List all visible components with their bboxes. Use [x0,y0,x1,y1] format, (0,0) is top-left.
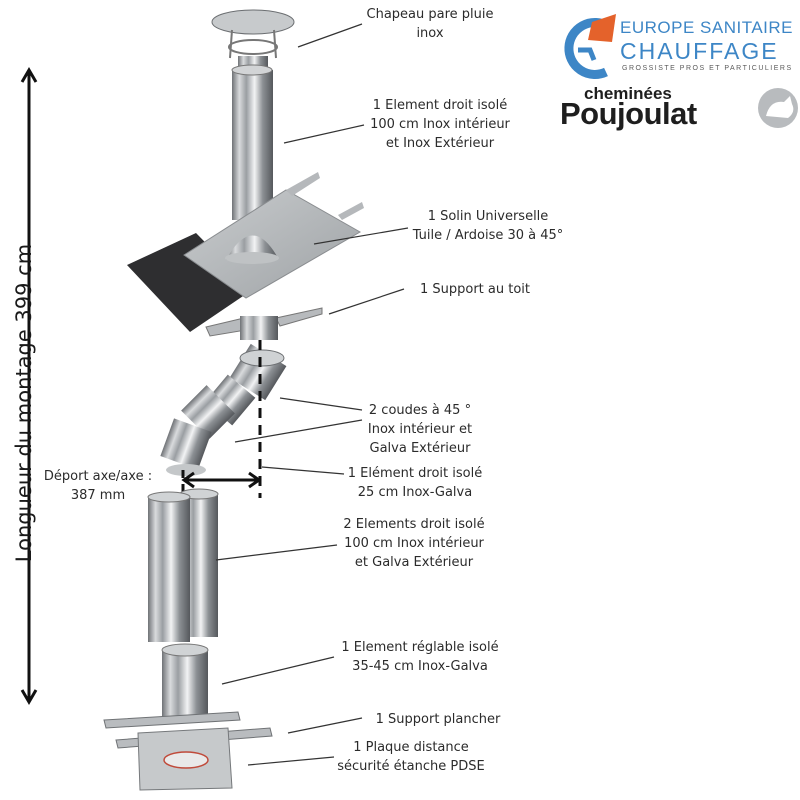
label-element-25: 1 Elément droit isolé 25 cm Inox-Galva [347,466,483,500]
label-elements-100: 2 Elements droit isolé 100 cm Inox intér… [343,517,485,570]
cat-emblem-icon [758,88,798,128]
leader-lines [215,23,409,766]
label-coudes: 2 coudes à 45 ° Inox intérieur et Galva … [367,403,473,456]
offset-label: Déport axe/axe : 387 mm [43,469,153,503]
label-support-plancher: 1 Support plancher [375,712,501,727]
adjustable-element [161,643,209,720]
top-straight-element [231,64,273,220]
total-length-label: Longueur du montage 399 cm [12,243,36,563]
elbow-45-pair [160,343,287,476]
brand-primary-line2: CHAUFFAGE [620,38,779,64]
offset-dimension [181,340,262,498]
roof-flashing [127,172,364,332]
brand-secondary-line2: Poujoulat [560,96,697,131]
distance-plate [137,727,233,791]
brand-poujoulat: cheminées Poujoulat [560,84,800,136]
two-straight-elements [147,488,219,642]
total-length-arrow [20,67,38,705]
label-element-100-top: 1 Element droit isolé 100 cm Inox intéri… [370,98,510,151]
label-element-reglable: 1 Element réglable isolé 35-45 cm Inox-G… [341,640,499,674]
brand-europe-sanitaire: EUROPE SANITAIRE CHAUFFAGE GROSSISTE PRO… [556,12,793,82]
brand-secondary-line1: cheminées [584,84,672,103]
label-support-toit: 1 Support au toit [419,282,531,297]
label-chapeau: Chapeau pare pluie inox [366,7,494,41]
label-solin: 1 Solin Universelle Tuile / Ardoise 30 à… [412,209,564,243]
label-plaque: 1 Plaque distance sécurité étanche PDSE [337,740,485,774]
brand-primary-tagline: GROSSISTE PROS ET PARTICULIERS [622,65,793,72]
roof-support-bracket [205,307,323,340]
rain-cap [211,9,295,70]
brand-primary-line1: EUROPE SANITAIRE [620,18,793,37]
europe-sanitaire-logo-icon [564,14,616,79]
